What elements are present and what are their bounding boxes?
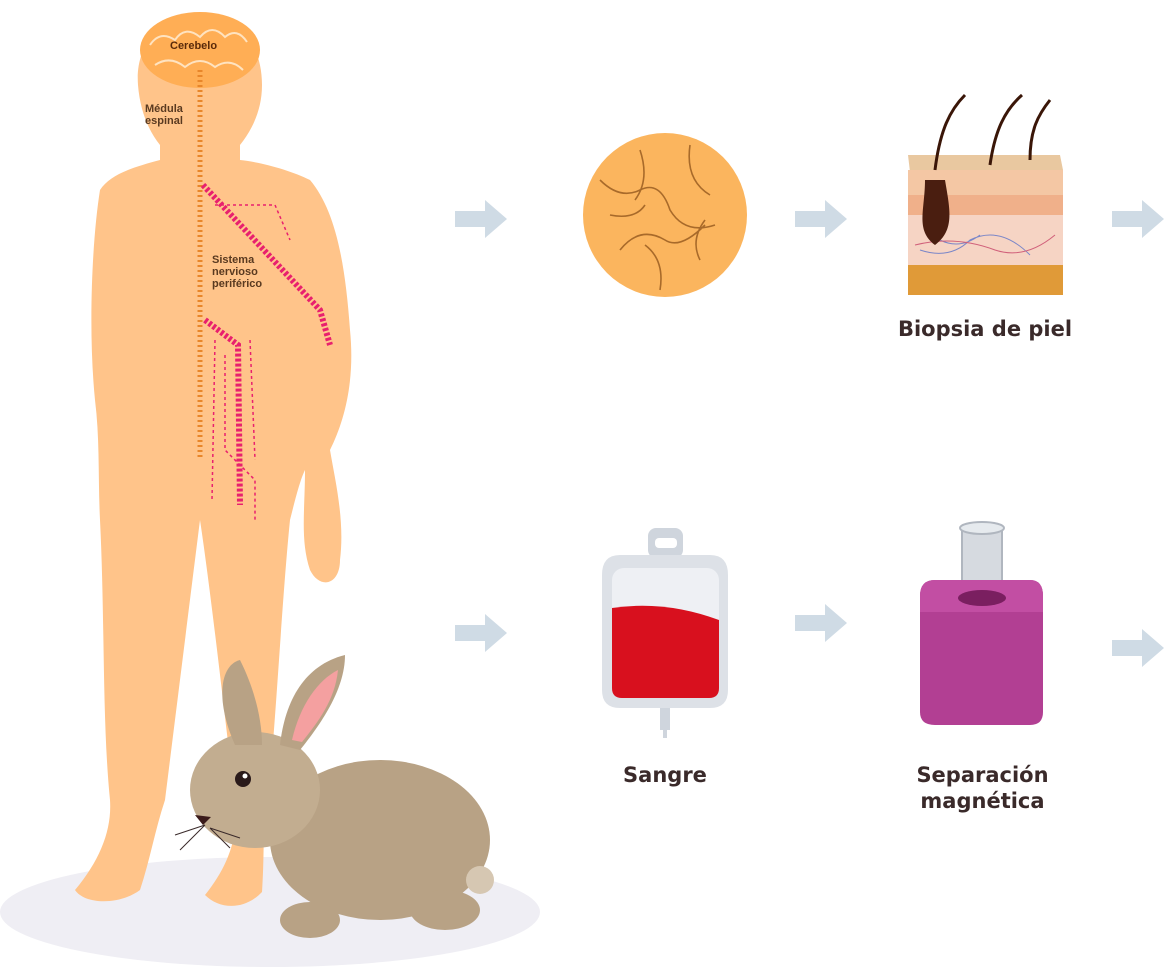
arrow-icon bbox=[795, 200, 847, 238]
arrow-icon bbox=[1112, 200, 1164, 238]
magnetic-separation-label-line-1: Separación bbox=[900, 762, 1065, 788]
pns-label-line-2: nervioso bbox=[212, 266, 258, 278]
magnetic-separation-label-line-2: magnética bbox=[900, 788, 1065, 814]
arrow-icon bbox=[795, 604, 847, 642]
spine-label-line-2: espinal bbox=[145, 115, 183, 127]
spine-label-line-1: Médula bbox=[145, 103, 183, 115]
blood-label: Sangre bbox=[600, 762, 730, 788]
tissue-circle-icon bbox=[583, 133, 747, 297]
magnetic-vial-icon bbox=[920, 522, 1043, 725]
blood-bag-icon bbox=[602, 528, 728, 738]
skin-biopsy-label: Biopsia de piel bbox=[880, 316, 1090, 342]
arrow-icon bbox=[455, 614, 507, 652]
arrow-icon bbox=[1112, 629, 1164, 667]
pns-label-line-1: Sistema bbox=[212, 254, 254, 266]
arrow-icon bbox=[455, 200, 507, 238]
pns-label-line-3: periférico bbox=[212, 278, 262, 290]
skin-section-icon bbox=[908, 95, 1063, 295]
brain-label: Cerebelo bbox=[170, 40, 217, 52]
